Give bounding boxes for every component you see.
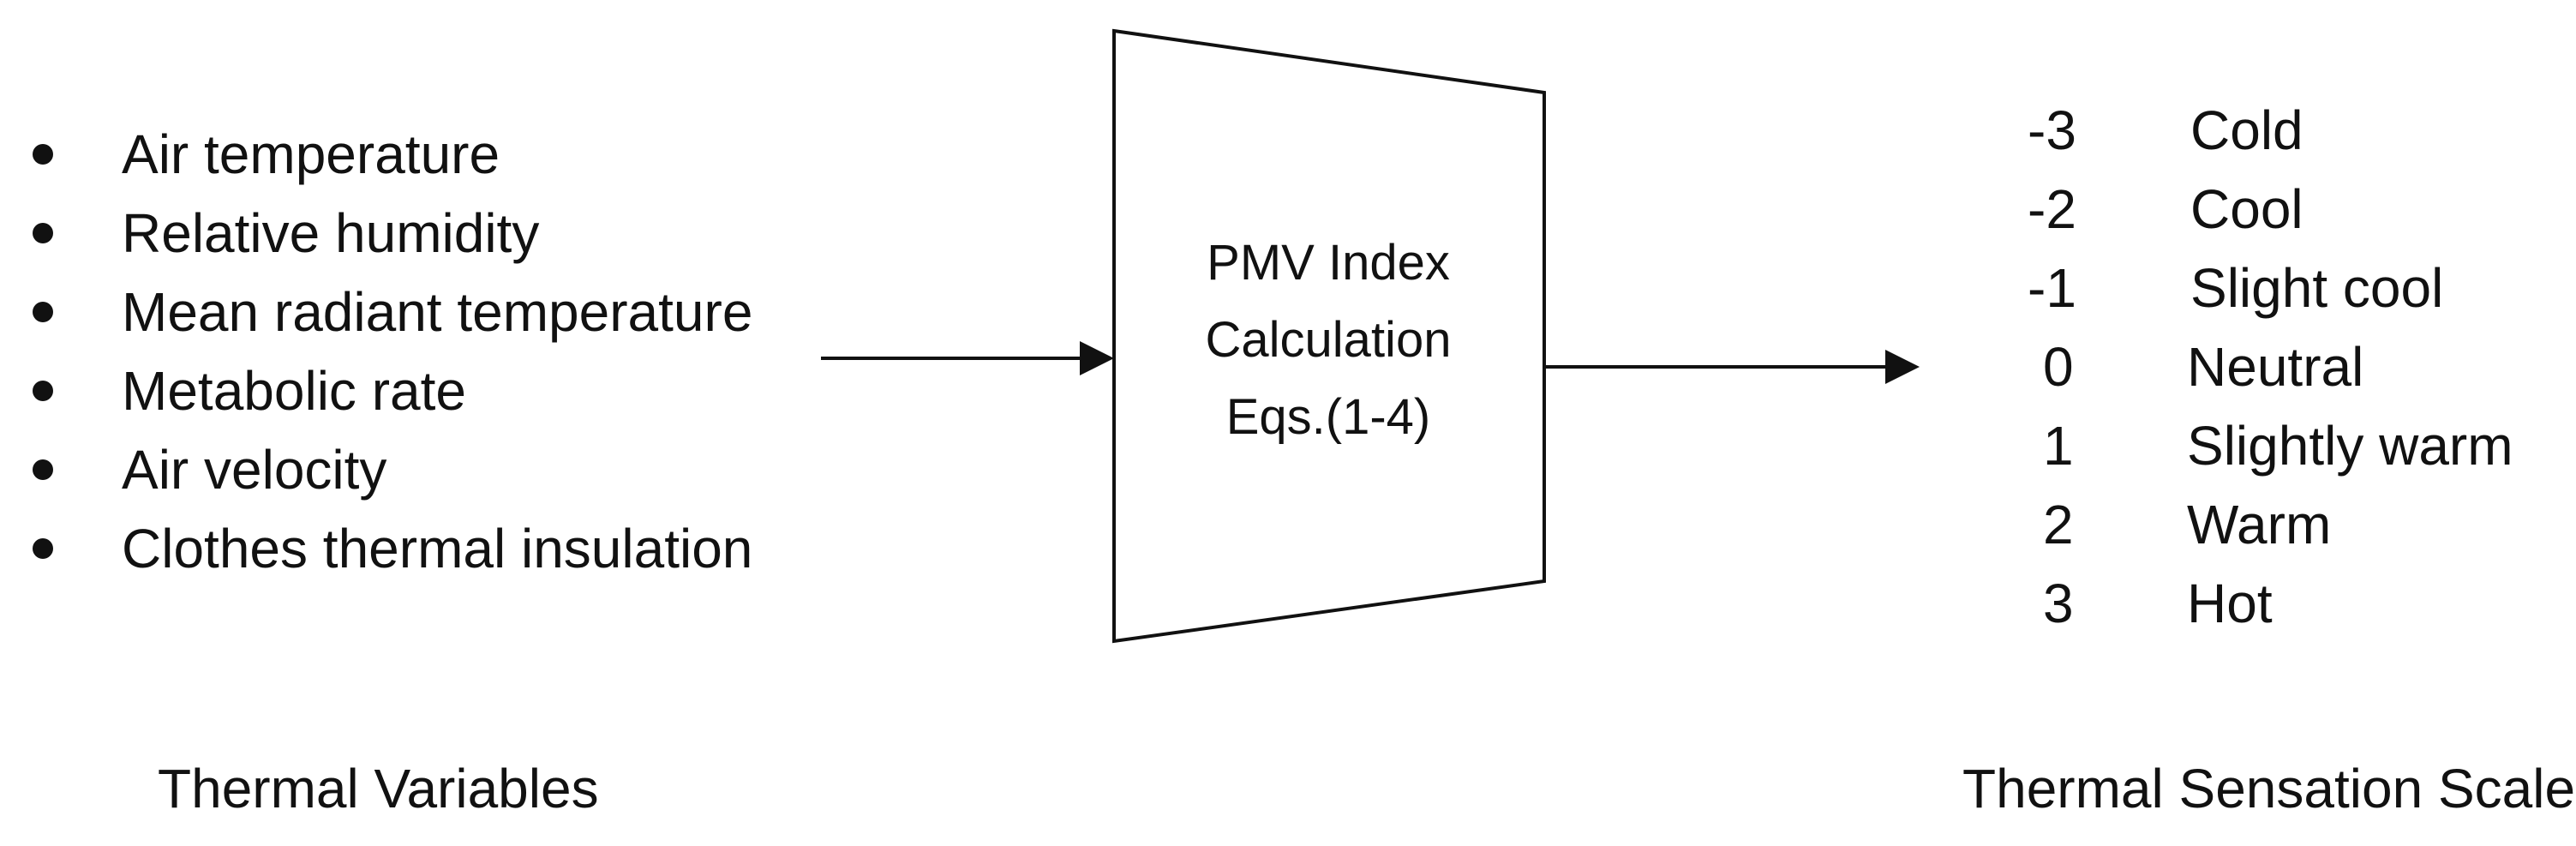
bullet-icon	[33, 302, 53, 322]
scale-label: Slightly warm	[2187, 415, 2513, 477]
scale-value: -2	[2028, 178, 2076, 240]
thermal-variable-label: Relative humidity	[122, 202, 540, 264]
thermal-variables-caption: Thermal Variables	[158, 758, 599, 819]
pmv-process-block	[1112, 28, 1546, 644]
thermal-variable-label: Air temperature	[122, 123, 500, 185]
thermal-variable-label: Metabolic rate	[122, 360, 466, 422]
scale-value: 0	[2043, 336, 2074, 398]
bullet-icon	[33, 144, 53, 165]
process-line-1: PMV Index	[1207, 235, 1450, 291]
scale-label: Neutral	[2187, 336, 2364, 398]
scale-label: Warm	[2187, 494, 2332, 555]
scale-label: Cool	[2190, 178, 2303, 240]
process-line-3: Eqs.(1-4)	[1225, 389, 1431, 445]
scale-value: 2	[2043, 494, 2074, 555]
scale-value: -3	[2028, 99, 2076, 161]
thermal-variable-label: Clothes thermal insulation	[122, 518, 753, 579]
scale-value: 3	[2043, 573, 2074, 634]
bullet-icon	[33, 538, 53, 559]
bullet-icon	[33, 381, 53, 401]
bullet-icon	[33, 459, 53, 480]
scale-label: Slight cool	[2190, 257, 2444, 319]
thermal-sensation-scale-caption: Thermal Sensation Scale	[1962, 758, 2576, 819]
scale-value: 1	[2043, 415, 2074, 477]
scale-value: -1	[2028, 257, 2076, 319]
bullet-icon	[33, 223, 53, 243]
scale-label: Hot	[2187, 573, 2273, 634]
thermal-variable-label: Air velocity	[122, 439, 387, 501]
thermal-variable-label: Mean radiant temperature	[122, 281, 753, 343]
process-line-2: Calculation	[1205, 312, 1452, 368]
scale-label: Cold	[2190, 99, 2303, 161]
